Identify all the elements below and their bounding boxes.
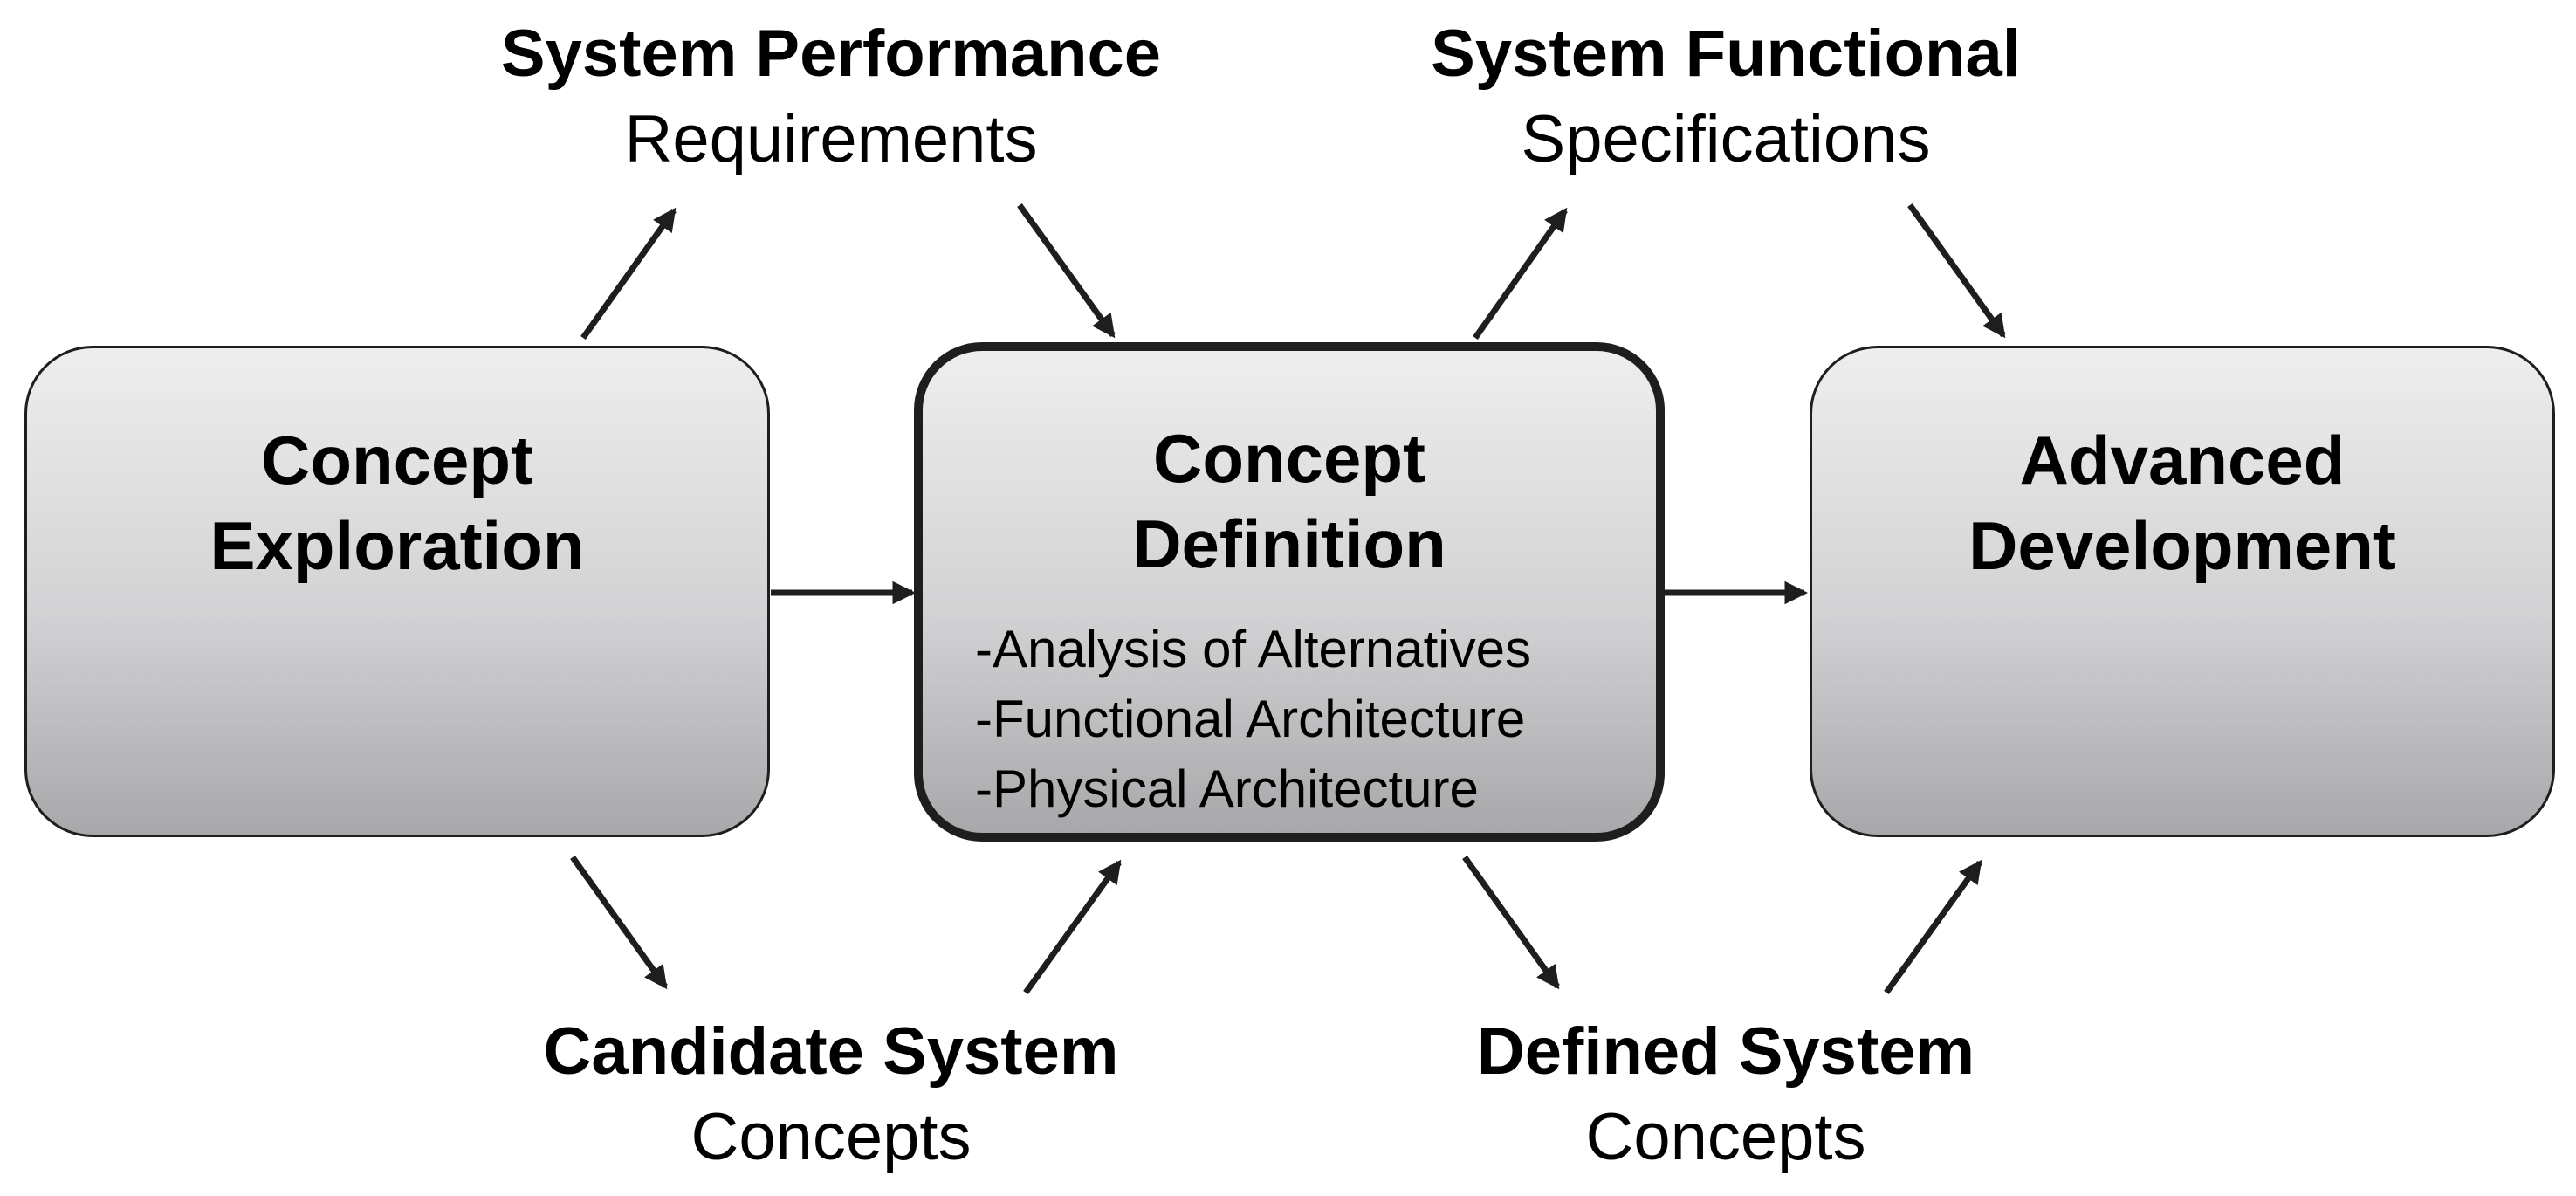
advanced-development-box: Advanced Development — [1810, 346, 2555, 837]
concept-definition-title-line2: Definition — [1132, 505, 1446, 582]
arrow-definition-to-functional-specifications — [1473, 207, 1568, 340]
activity-item: -Functional Architecture — [975, 690, 1526, 748]
concept-definition-activity-list: -Analysis of Alternatives -Functional Ar… — [975, 615, 1531, 824]
advanced-development-title-line1: Advanced — [2019, 422, 2346, 498]
arrow-defined-concepts-to-advanced-development — [1884, 859, 1982, 995]
arrow-exploration-to-candidate-concepts — [570, 855, 668, 990]
concept-definition-box: Concept Definition -Analysis of Alternat… — [914, 342, 1665, 842]
concept-exploration-title-line1: Concept — [261, 422, 533, 498]
system-functional-label-line1: System Functional — [1431, 17, 2021, 91]
defined-system-label-line1: Defined System — [1476, 1014, 1975, 1089]
system-performance-label-line1: System Performance — [500, 17, 1162, 91]
defined-system-concepts-label: Defined System Concepts — [1289, 1010, 2162, 1181]
candidate-system-concepts-label: Candidate System Concepts — [395, 1010, 1267, 1181]
advanced-development-title: Advanced Development — [1812, 417, 2552, 588]
activity-item: -Analysis of Alternatives — [975, 620, 1531, 678]
arrow-functional-specifications-to-advanced-development — [1907, 203, 2006, 339]
system-performance-requirements-label: System Performance Requirements — [395, 12, 1267, 183]
system-functional-label-line2: Specifications — [1521, 102, 1931, 176]
arrow-definition-to-defined-concepts — [1462, 855, 1560, 990]
candidate-system-label-line2: Concepts — [690, 1100, 972, 1174]
defined-system-label-line2: Concepts — [1585, 1100, 1866, 1174]
activity-item: -Physical Architecture — [975, 760, 1479, 818]
system-performance-label-line2: Requirements — [624, 102, 1038, 176]
advanced-development-title-line2: Development — [1968, 507, 2396, 584]
candidate-system-label-line1: Candidate System — [543, 1014, 1119, 1089]
arrow-candidate-concepts-to-definition — [1023, 859, 1122, 995]
concept-exploration-box: Concept Exploration — [24, 346, 770, 837]
concept-definition-title-line1: Concept — [1153, 420, 1425, 497]
system-functional-specifications-label: System Functional Specifications — [1289, 12, 2162, 183]
concept-exploration-title-line2: Exploration — [210, 507, 585, 584]
arrow-performance-requirements-to-definition — [1017, 203, 1116, 339]
concept-exploration-title: Concept Exploration — [27, 417, 767, 588]
arrow-exploration-to-performance-requirements — [580, 207, 677, 340]
concept-definition-title: Concept Definition — [923, 416, 1656, 587]
